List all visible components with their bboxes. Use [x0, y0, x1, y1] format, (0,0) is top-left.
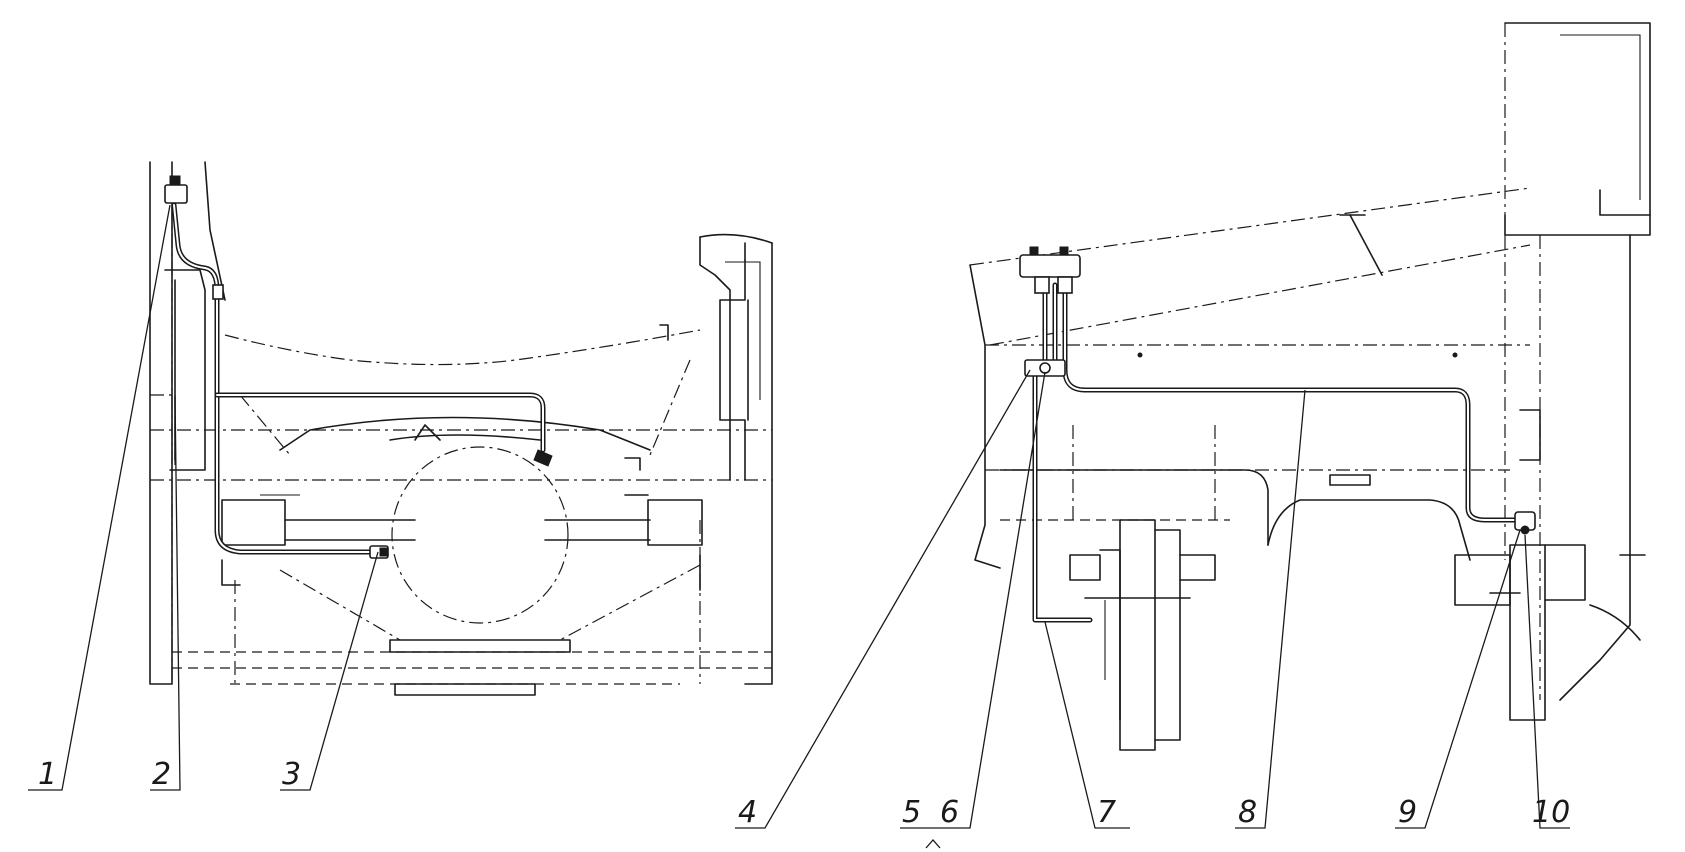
callout-9: 9: [1398, 795, 1417, 830]
callout-8: 8: [1238, 795, 1257, 830]
callout-3: 3: [282, 757, 301, 792]
right-view-front-axle: [969, 22, 1651, 751]
callout-6: 6: [940, 795, 959, 830]
callout-1: 1: [38, 757, 57, 792]
callout-5: 5: [902, 795, 921, 830]
callout-leaders: [28, 204, 1570, 849]
callout-10: 10: [1532, 795, 1570, 830]
left-view-rear-axle: [149, 161, 773, 696]
callout-2: 2: [152, 757, 171, 792]
callout-4: 4: [738, 795, 757, 830]
callout-7: 7: [1097, 795, 1116, 830]
callout-labels: 1 2 3 4 5 6 7 8 9 10: [38, 757, 1570, 830]
